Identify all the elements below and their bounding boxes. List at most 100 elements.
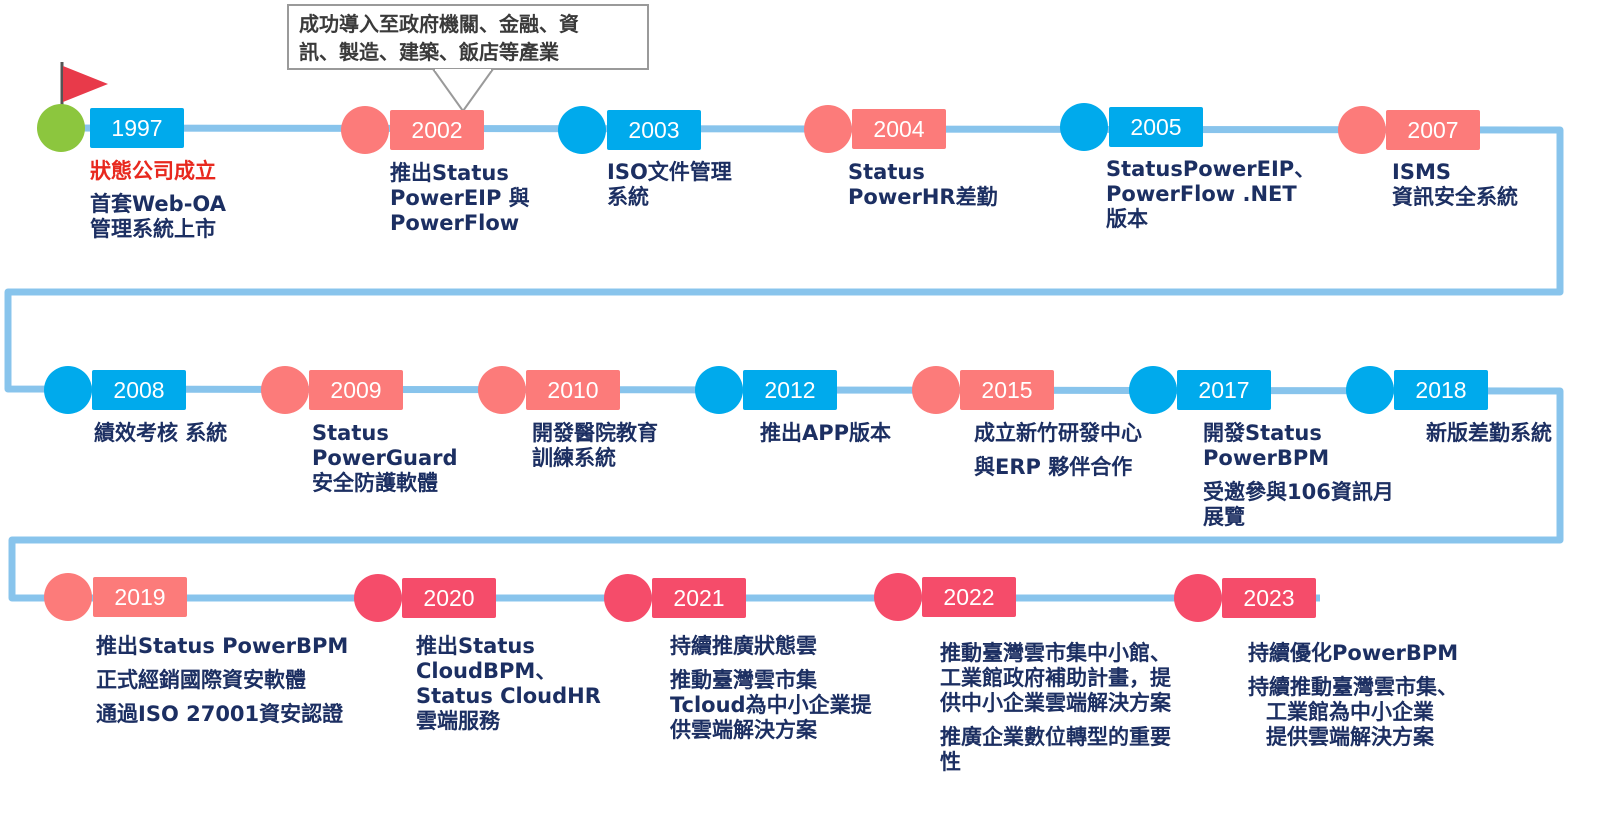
milestone-description: 推出Status PowerBPM 正式經銷國際資安軟體通過ISO 27001資安… bbox=[96, 634, 348, 727]
milestone-line: 推動臺灣雲市集 bbox=[670, 668, 817, 692]
milestone-dot bbox=[1060, 103, 1108, 151]
milestone-line: 推動臺灣雲市集中小館、 bbox=[940, 641, 1171, 665]
milestone-line: 成立新竹研發中心 bbox=[974, 421, 1142, 445]
milestone-line: 資訊安全系統 bbox=[1392, 185, 1518, 209]
year-badge: 2023 bbox=[1222, 578, 1316, 618]
year-badge: 2002 bbox=[390, 110, 484, 150]
milestone-line: PowerGuard bbox=[312, 446, 458, 470]
milestone-dot bbox=[695, 366, 743, 414]
milestone-line: CloudBPM、 bbox=[416, 659, 557, 683]
milestone-line: 推廣企業數位轉型的重要 bbox=[940, 725, 1171, 749]
milestone-line: Status CloudHR bbox=[416, 684, 601, 708]
milestone-line: 開發醫院教育 bbox=[532, 421, 658, 445]
milestone-description: 成立新竹研發中心與ERP 夥伴合作 bbox=[974, 421, 1142, 480]
milestone-dot bbox=[341, 106, 389, 154]
year-badge: 2019 bbox=[93, 577, 187, 617]
milestone-line: 供中小企業雲端解決方案 bbox=[940, 691, 1171, 715]
milestone-line: 雲端服務 bbox=[416, 709, 500, 733]
milestone-line: PowerFlow .NET bbox=[1106, 182, 1297, 206]
milestone-line: 狀態公司成立 bbox=[90, 159, 216, 183]
milestone-dot bbox=[37, 104, 85, 152]
milestone-dot bbox=[804, 105, 852, 153]
milestone-dot bbox=[604, 574, 652, 622]
milestone-description: 推動臺灣雲市集中小館、工業館政府補助計畫，提供中小企業雲端解決方案推廣企業數位轉… bbox=[940, 641, 1171, 775]
milestone-dot bbox=[261, 366, 309, 414]
milestone-dot bbox=[912, 366, 960, 414]
milestone-dot bbox=[558, 106, 606, 154]
milestone-line: Tcloud為中小企業提 bbox=[670, 693, 872, 717]
milestone-line: 持續優化PowerBPM bbox=[1248, 641, 1459, 665]
year-badge: 2015 bbox=[960, 370, 1054, 410]
milestone-line: PowerBPM bbox=[1203, 446, 1330, 470]
year-badge: 2018 bbox=[1394, 370, 1488, 410]
milestone-line: 版本 bbox=[1106, 207, 1148, 231]
milestone-line: 推出Status bbox=[390, 161, 509, 185]
callout-arrow bbox=[432, 69, 494, 113]
milestone-dot bbox=[44, 573, 92, 621]
milestone-line: PowerEIP 與 bbox=[390, 186, 530, 210]
year-badge: 2021 bbox=[652, 578, 746, 618]
milestone-line: 供雲端解決方案 bbox=[670, 718, 817, 742]
milestone-line: 展覽 bbox=[1203, 505, 1245, 529]
milestone-line: 績效考核 系統 bbox=[94, 421, 228, 445]
callout-line: 成功導入至政府機關、金融、資 bbox=[299, 12, 579, 36]
milestone-description: ISO文件管理系統 bbox=[607, 160, 732, 210]
year-badge: 2017 bbox=[1177, 370, 1271, 410]
year-badge: 1997 bbox=[90, 108, 184, 148]
milestone-description: 持續優化PowerBPM 持續推動臺灣雲市集、工業館為中小企業提供雲端解決方案 bbox=[1248, 641, 1458, 750]
milestone-line: 工業館為中小企業 bbox=[1266, 700, 1434, 724]
milestone-description: 推出APP版本 bbox=[760, 421, 891, 446]
year-badge: 2010 bbox=[526, 370, 620, 410]
year-badge: 2012 bbox=[743, 370, 837, 410]
year-badge: 2022 bbox=[922, 577, 1016, 617]
milestone-dot bbox=[1346, 366, 1394, 414]
milestone-line: 持續推廣狀態雲 bbox=[670, 634, 817, 658]
milestone-line: 性 bbox=[940, 750, 961, 774]
milestone-line: 管理系統上市 bbox=[90, 217, 216, 241]
year-badge: 2004 bbox=[852, 109, 946, 149]
milestone-line: StatusPowerEIP、 bbox=[1106, 157, 1316, 181]
milestone-line: 系統 bbox=[607, 185, 649, 209]
year-badge: 2007 bbox=[1386, 110, 1480, 150]
milestone-dot bbox=[874, 573, 922, 621]
callout-line: 訊、製造、建築、飯店等產業 bbox=[299, 40, 559, 64]
milestone-line: 通過ISO 27001資安認證 bbox=[96, 702, 344, 726]
milestone-dot bbox=[1129, 366, 1177, 414]
milestone-dot bbox=[1338, 106, 1386, 154]
year-badge: 2020 bbox=[402, 578, 496, 618]
milestone-line: 持續推動臺灣雲市集、 bbox=[1248, 675, 1458, 699]
milestone-line: 推出Status bbox=[416, 634, 535, 658]
year-badge: 2003 bbox=[607, 110, 701, 150]
milestone-line: 安全防護軟體 bbox=[312, 471, 438, 495]
year-badge: 2009 bbox=[309, 370, 403, 410]
year-badge: 2005 bbox=[1109, 107, 1203, 147]
milestone-line: 推出APP版本 bbox=[760, 421, 892, 445]
milestone-dot bbox=[44, 366, 92, 414]
milestone-dot bbox=[354, 574, 402, 622]
milestone-line: 推出Status PowerBPM bbox=[96, 634, 349, 658]
milestone-line: 工業館政府補助計畫，提 bbox=[940, 666, 1171, 690]
milestone-line: 新版差勤系統 bbox=[1426, 421, 1552, 445]
milestone-line: PowerHR差勤 bbox=[848, 185, 998, 209]
milestone-description: 開發醫院教育訓練系統 bbox=[532, 421, 658, 471]
milestone-line: 提供雲端解決方案 bbox=[1266, 725, 1434, 749]
milestone-description: 績效考核 系統 bbox=[94, 421, 227, 446]
milestone-line: 正式經銷國際資安軟體 bbox=[96, 668, 306, 692]
milestone-line: Status bbox=[312, 421, 389, 445]
milestone-line: 開發Status bbox=[1203, 421, 1322, 445]
milestone-dot bbox=[478, 366, 526, 414]
year-badge: 2008 bbox=[92, 370, 186, 410]
milestone-line: ISMS bbox=[1392, 160, 1451, 184]
milestone-line: 訓練系統 bbox=[532, 446, 616, 470]
milestone-line: PowerFlow bbox=[390, 211, 520, 235]
industries-callout: 成功導入至政府機關、金融、資 訊、製造、建築、飯店等產業 bbox=[287, 4, 649, 70]
milestone-line: 與ERP 夥伴合作 bbox=[974, 455, 1133, 479]
